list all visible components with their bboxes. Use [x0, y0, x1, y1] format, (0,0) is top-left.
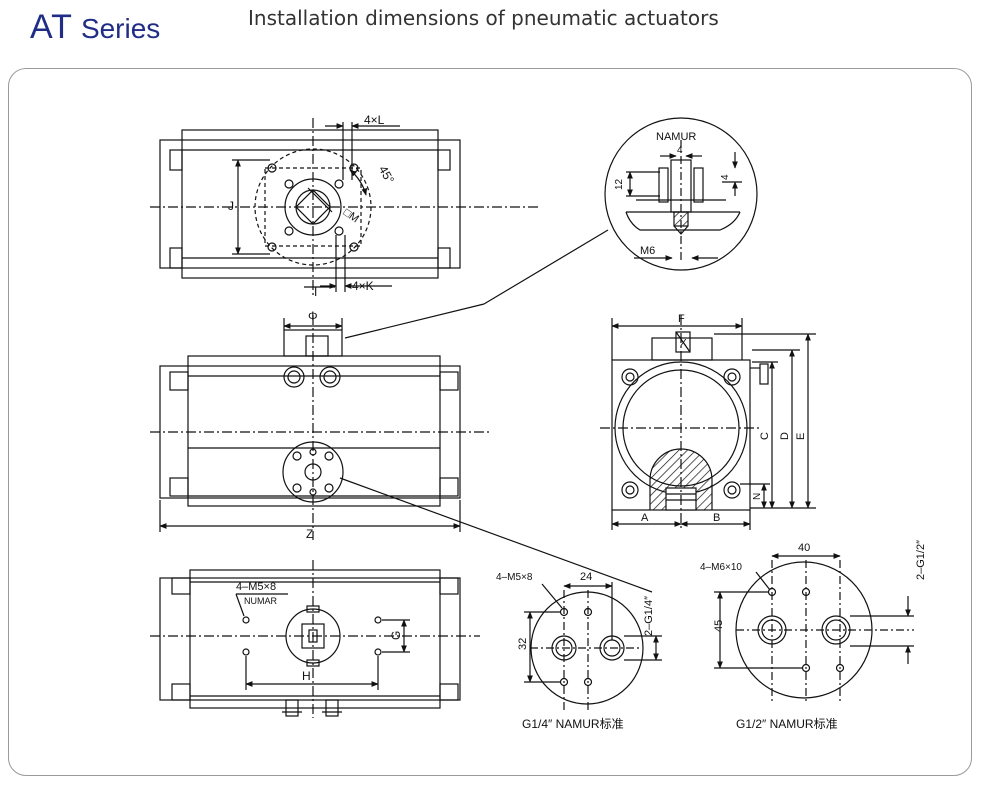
label-numar: NUMAR — [244, 596, 277, 606]
label-a: A — [641, 512, 649, 524]
label-g12-40: 40 — [798, 542, 810, 554]
label-namur-4-right: 4 — [720, 174, 731, 180]
label-g14-24: 24 — [580, 571, 592, 583]
g12-flange — [714, 553, 914, 704]
label-namur-m6: M6 — [640, 245, 655, 257]
namur-detail — [344, 117, 758, 339]
label-j: J — [228, 199, 234, 213]
label-square-m: □M — [341, 206, 361, 225]
label-namur-4-top: 4 — [677, 145, 683, 156]
label-i: I — [314, 285, 317, 299]
label-g: G — [389, 631, 403, 640]
label-g14-2g14: 2–G1/4″ — [643, 596, 655, 636]
label-x: X — [680, 338, 687, 349]
label-z: Z — [306, 527, 313, 541]
side-view — [600, 315, 816, 530]
label-g12-caption: G1/2″ NAMUR标准 — [736, 717, 838, 731]
brand-series: Series — [80, 13, 161, 44]
label-45deg: 45° — [376, 163, 397, 186]
label-4m5x8-bottom: 4–M5×8 — [236, 581, 276, 593]
label-n: N — [752, 493, 763, 500]
label-h: H — [302, 669, 311, 683]
dimension-labels: 4×L 45° □M J I 4×K NAMUR 4 4 12 M6 Φ Z F… — [228, 113, 927, 731]
label-phi: Φ — [308, 309, 318, 323]
label-g14-4m5x8: 4–M5×8 — [496, 572, 533, 583]
g14-flange — [524, 582, 662, 712]
label-g12-4m6x10: 4–M6×10 — [700, 562, 742, 573]
front-view — [150, 315, 653, 593]
label-g12-45: 45 — [713, 620, 725, 632]
page-subtitle: Installation dimensions of pneumatic act… — [248, 6, 719, 30]
label-g12-2g12: 2–G1/2″ — [915, 540, 927, 580]
label-g14-32: 32 — [517, 638, 529, 650]
bottom-view — [150, 560, 480, 718]
label-b: B — [713, 512, 720, 524]
label-4xk: 4×K — [352, 279, 374, 293]
label-namur-title: NAMUR — [656, 131, 696, 143]
label-c: C — [759, 432, 771, 440]
label-g14-caption: G1/4″ NAMUR标准 — [522, 717, 624, 731]
label-e: E — [795, 433, 807, 440]
label-f: F — [678, 313, 685, 325]
top-view — [150, 118, 540, 295]
brand-at: AT — [30, 8, 73, 46]
drawing-frame — [8, 68, 972, 776]
label-namur-12: 12 — [614, 178, 625, 190]
label-4xl: 4×L — [364, 113, 385, 127]
label-d: D — [779, 432, 791, 440]
